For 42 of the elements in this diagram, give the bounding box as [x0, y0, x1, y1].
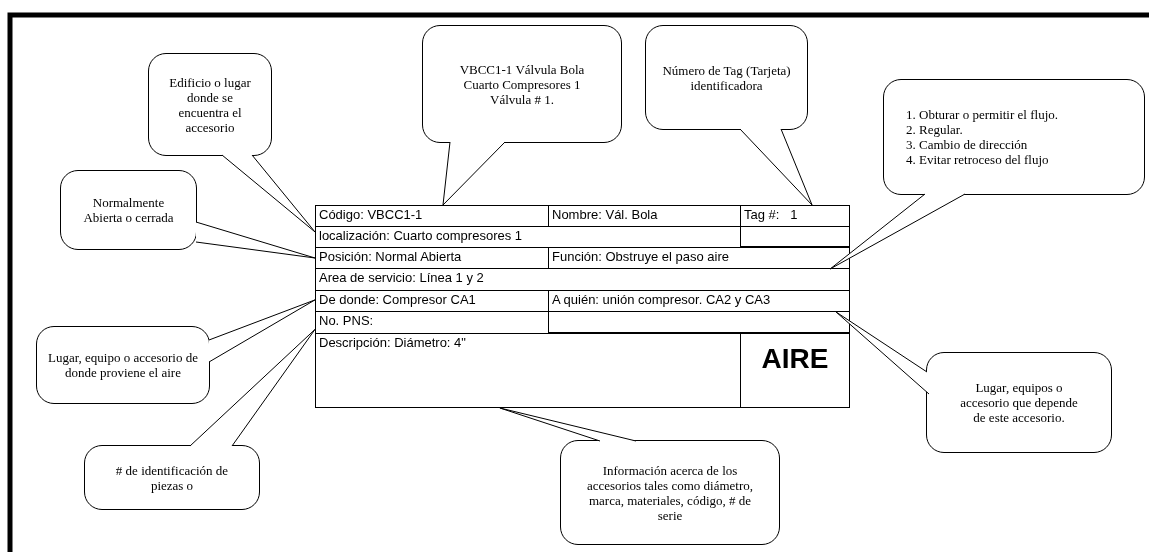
cell-text: Posición: Normal Abierta	[319, 248, 463, 266]
table-cell	[740, 205, 850, 227]
callout-tail	[208, 299, 316, 363]
callout-text: Información acerca de los accesorios tales como diámetro, marca, materiales, código, # de serie	[585, 462, 755, 523]
callout-tail	[442, 141, 506, 206]
callout-tail	[739, 128, 813, 206]
cell-text: localización: Cuarto compresores 1	[319, 227, 524, 245]
table-cell	[740, 333, 850, 408]
callout-tail	[835, 311, 930, 395]
cell-text: Area de servicio: Línea 1 y 2	[319, 269, 485, 287]
cell-text: Nombre: Vál. Bola	[552, 206, 659, 224]
list-item: 2. Regular.	[906, 122, 963, 137]
callout-bubble	[148, 53, 272, 156]
callout-text: VBCC1-1 Válvula Bola Cuarto Compresores 1 Válvula # 1.	[458, 61, 586, 107]
cell-text: Función: Obstruye el paso aire	[552, 248, 731, 266]
callout-tail	[189, 328, 316, 447]
cell-text: Código: VBCC1-1	[319, 206, 424, 224]
callout-bubble	[36, 326, 210, 404]
callout-text: Lugar, equipos o accesorio que depende de este accesorio.	[959, 380, 1079, 425]
callout-bubble	[926, 352, 1112, 453]
callout-bubble	[60, 170, 197, 250]
cell-text: AIRE	[761, 344, 829, 376]
callout-tail	[195, 221, 316, 259]
callout-tail	[829, 193, 966, 270]
callout-text: # de identificación de piezas o	[114, 462, 230, 493]
callout-tail	[499, 407, 637, 442]
callout-tail	[221, 154, 316, 233]
callout-bubble	[84, 445, 260, 510]
cell-text: De donde: Compresor CA1	[319, 291, 477, 309]
callout-text: Edificio o lugar donde se encuentra el accesorio	[168, 74, 252, 135]
cell-text: A quién: unión compresor. CA2 y CA3	[552, 291, 772, 309]
table-cell	[315, 268, 850, 291]
cell-text: Tag #: 1	[744, 206, 799, 224]
callout-text: Número de Tag (Tarjeta) identificadora	[661, 62, 792, 93]
list-item: 1. Obturar o permitir el flujo.	[906, 107, 1058, 122]
callout-text: Normalmente Abierta o cerrada	[82, 195, 175, 225]
list-item: 4. Evitar retroceso del flujo	[906, 152, 1049, 167]
list-item: 3. Cambio de dirección	[906, 137, 1028, 152]
callout-text: Lugar, equipo o accesorio de donde proviene el aire	[48, 350, 198, 380]
table-cell	[315, 205, 549, 227]
cell-text: Descripción: Diámetro: 4"	[319, 334, 467, 352]
cell-text: No. PNS:	[319, 312, 375, 330]
